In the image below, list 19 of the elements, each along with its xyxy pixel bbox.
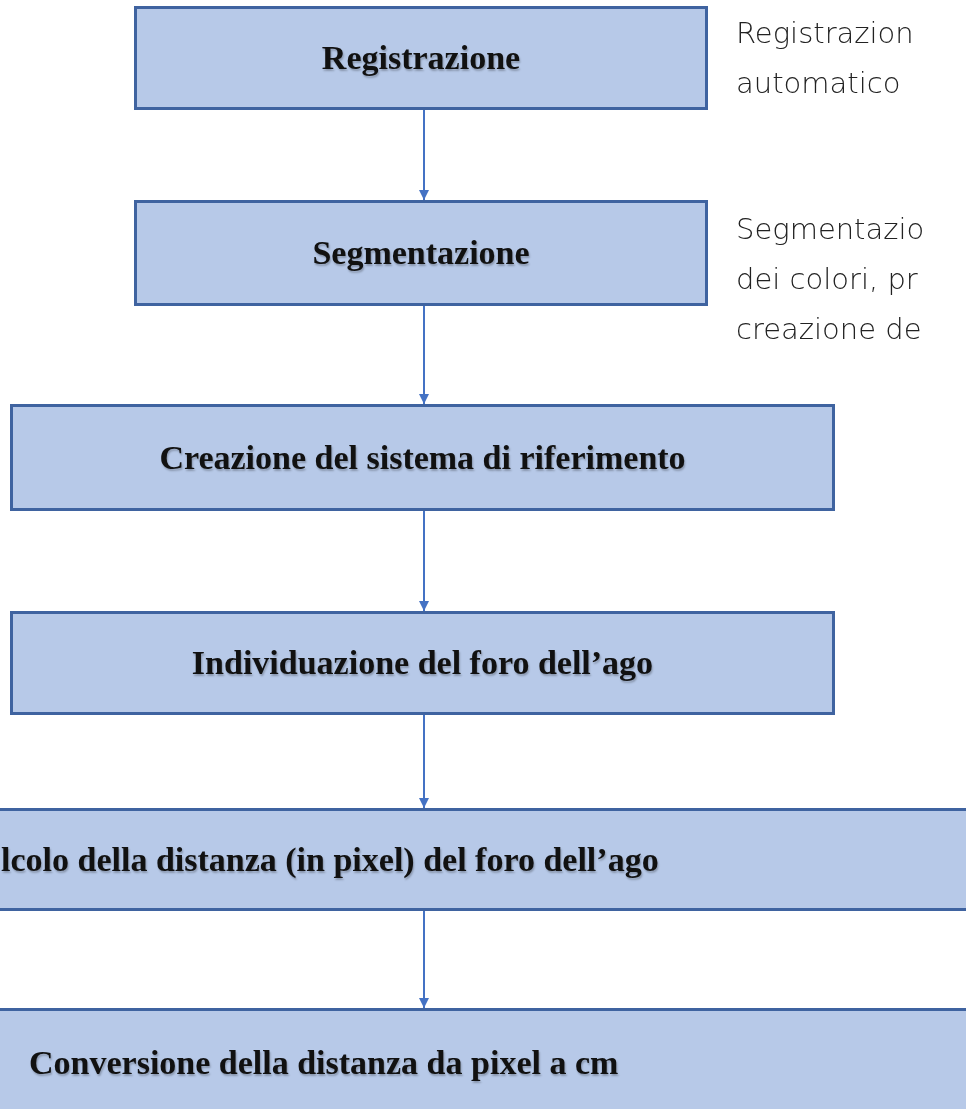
side-note: Registrazion automatico: [736, 15, 915, 102]
arrow: [419, 305, 429, 405]
process-box: [134, 200, 708, 306]
step-label: Segmentazione: [312, 234, 530, 272]
arrow: [419, 910, 429, 1009]
step-label: Individuazione del foro dell’ago: [191, 644, 654, 682]
process-box: [0, 1008, 966, 1109]
arrow: [419, 510, 429, 612]
arrow: [419, 714, 429, 809]
process-box: [134, 6, 708, 110]
side-note: Segmentazio dei colori, pr creazione de: [736, 211, 926, 348]
process-box: [0, 808, 966, 911]
process-box: [10, 404, 835, 511]
step-label: lcolo della distanza (in pixel) del foro dell’ago: [1, 840, 659, 879]
step-label: Conversione della distanza da pixel a cm: [29, 1044, 619, 1082]
process-box: [10, 611, 835, 715]
step-label: Creazione del sistema di riferimento: [159, 438, 686, 477]
arrow: [419, 109, 429, 201]
step-label: Registrazione: [321, 39, 521, 77]
